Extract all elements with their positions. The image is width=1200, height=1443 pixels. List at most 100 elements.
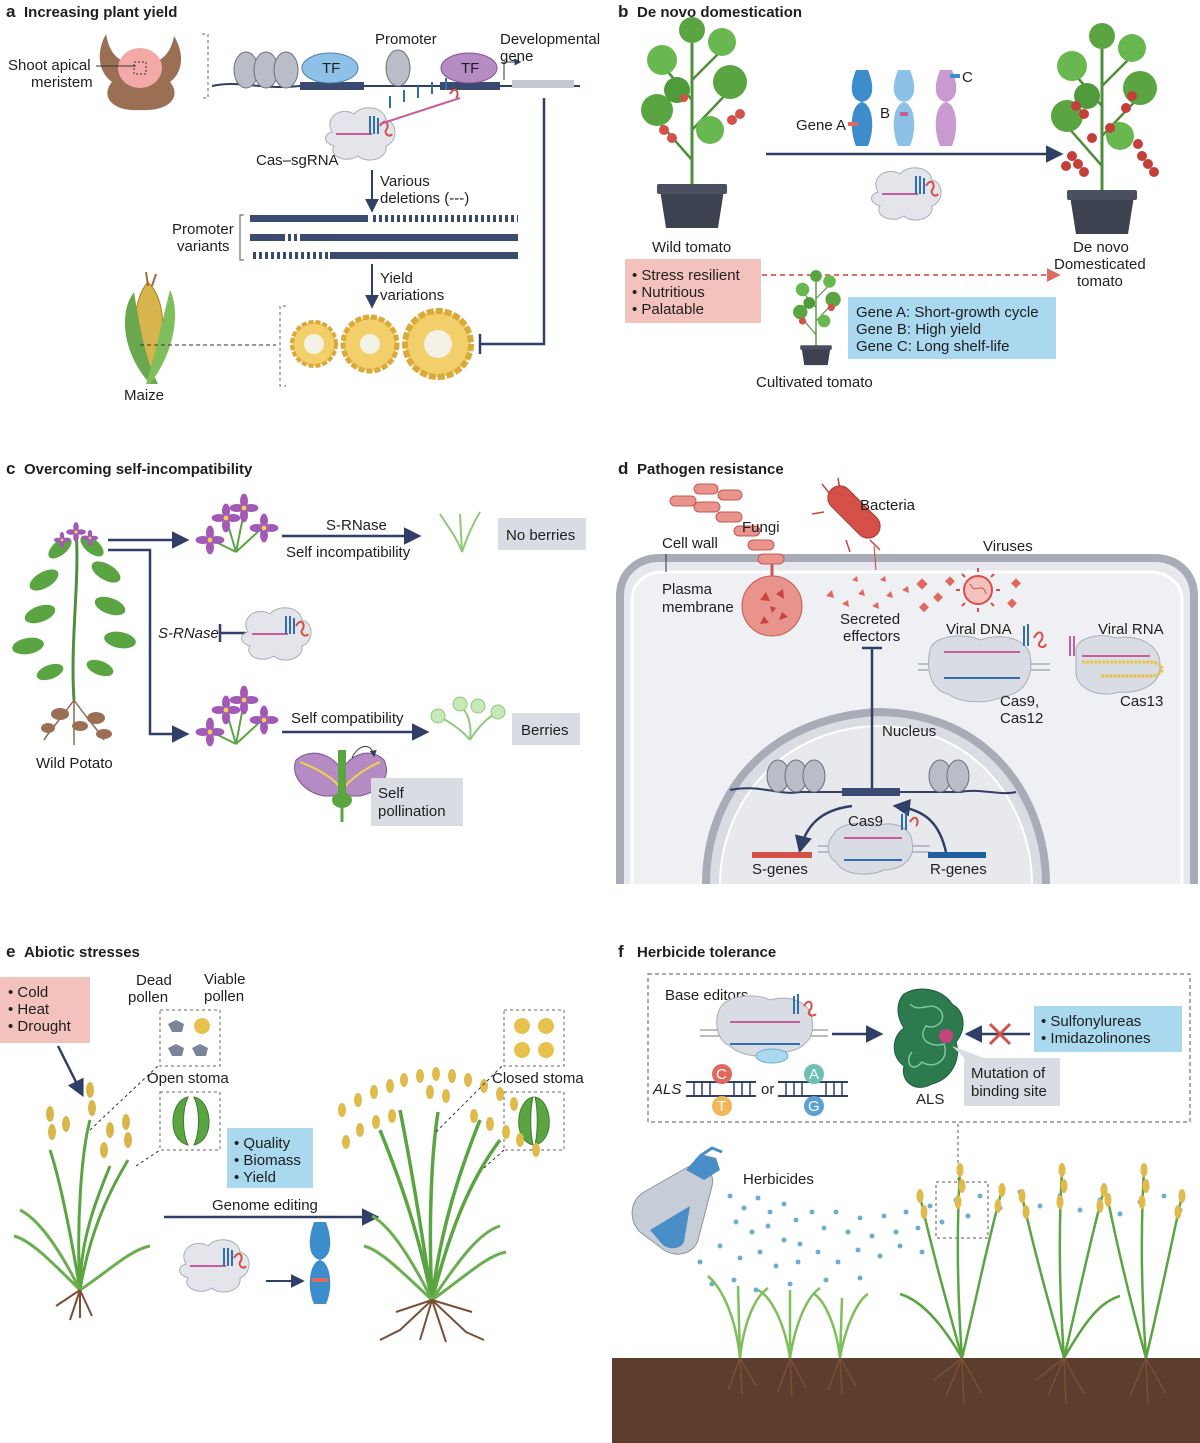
panel-e-title: Abiotic stresses xyxy=(24,944,140,961)
label-tf-1: TF xyxy=(322,60,340,77)
panel-a-letter: a xyxy=(6,2,16,21)
label-viral-rna: Viral RNA xyxy=(1098,621,1164,638)
label-secreted-2: effectors xyxy=(843,628,900,645)
viruses-illustration xyxy=(916,568,1021,613)
domesticated-tomato-illustration xyxy=(1049,21,1159,234)
label-yield-1: Yield xyxy=(380,270,413,287)
inhibition-line-a xyxy=(480,98,546,346)
stoma-box-before xyxy=(159,1091,221,1151)
label-viruses: Viruses xyxy=(983,538,1033,555)
self-pollination-box xyxy=(371,778,463,826)
label-base-g: G xyxy=(808,1098,820,1115)
label-denovo-3: tomato xyxy=(1077,273,1123,290)
label-viable-1: Viable xyxy=(204,971,245,988)
panel-f-title: Herbicide tolerance xyxy=(637,944,776,961)
label-wild-potato: Wild Potato xyxy=(36,755,113,772)
stress-2: • Drought xyxy=(8,1018,72,1035)
herbicides-box xyxy=(1034,1006,1182,1052)
label-self-pollination-2: pollination xyxy=(378,803,446,820)
label-promoter-variants-2: variants xyxy=(177,238,230,255)
panel-f: f Herbicide tolerance Base editors ALS C… xyxy=(612,942,1200,1443)
cas-icon-b xyxy=(870,166,942,222)
panel-d: d Pathogen resistance Fungi Bacteria xyxy=(616,459,1198,885)
label-denovo-2: Domesticated xyxy=(1054,256,1146,273)
label-fungi: Fungi xyxy=(742,519,780,536)
label-cas9-12-1: Cas9, xyxy=(1000,693,1039,710)
label-secreted-1: Secreted xyxy=(840,611,900,628)
label-base-t: T xyxy=(717,1098,726,1115)
chromosome-e xyxy=(309,1222,331,1304)
panel-c-letter: c xyxy=(6,459,15,478)
label-mutation-1: Mutation of xyxy=(971,1065,1046,1082)
label-plasma-1: Plasma xyxy=(662,581,713,598)
panel-d-title: Pathogen resistance xyxy=(637,461,784,478)
panel-b: b De novo domestication Wild tomato Gene… xyxy=(618,2,1159,391)
berries-sprig xyxy=(430,696,506,741)
stoma-box-after xyxy=(503,1091,565,1151)
label-dev-gene-2: gene xyxy=(500,48,533,65)
mutation-box xyxy=(964,1058,1060,1106)
gene-b-2: Gene C: Long shelf-life xyxy=(856,338,1009,355)
traits-box-b xyxy=(625,259,761,323)
label-dead-2: pollen xyxy=(128,989,168,1006)
bacteria-illustration xyxy=(811,477,881,571)
flowers-incompatible xyxy=(195,493,279,555)
label-self-incompatibility: Self incompatibility xyxy=(286,544,411,561)
genes-box-b xyxy=(848,297,1056,359)
panel-c-title: Overcoming self-incompatibility xyxy=(24,461,253,478)
base-edit-ag: A G xyxy=(778,1064,848,1116)
als-protein-structure xyxy=(893,988,964,1088)
label-meristem-2: meristem xyxy=(31,74,93,91)
label-plasma-2: membrane xyxy=(662,599,734,616)
trait-b-1: • Nutritious xyxy=(632,284,705,301)
panel-a-title: Increasing plant yield xyxy=(24,4,177,21)
label-cas9-12-2: Cas12 xyxy=(1000,710,1043,727)
pollen-box-after xyxy=(503,1009,565,1067)
label-tf-2: TF xyxy=(461,60,479,77)
trait-e-2: • Yield xyxy=(234,1169,276,1186)
label-denovo-1: De novo xyxy=(1073,239,1129,256)
label-als-gene: ALS xyxy=(652,1081,681,1098)
r-genes-bar xyxy=(928,852,986,858)
label-cell-wall: Cell wall xyxy=(662,535,718,552)
stressed-rice-plant xyxy=(13,1063,161,1321)
label-self-compatibility: Self compatibility xyxy=(291,710,404,727)
label-als-protein: ALS xyxy=(916,1091,944,1108)
trait-e-1: • Biomass xyxy=(234,1152,301,1169)
label-base-a: A xyxy=(809,1066,819,1083)
label-cultivated: Cultivated tomato xyxy=(756,374,873,391)
label-gene-a: Gene A xyxy=(796,117,846,134)
label-cas13: Cas13 xyxy=(1120,693,1163,710)
label-viral-dna: Viral DNA xyxy=(946,621,1012,638)
label-dead-1: Dead xyxy=(136,972,172,989)
dna-strand: TF TF xyxy=(211,49,580,90)
tf-1 xyxy=(301,52,359,84)
label-gene-b: B xyxy=(880,105,890,122)
label-open-stoma: Open stoma xyxy=(147,1070,229,1087)
label-self-pollination-1: Self xyxy=(378,785,405,802)
wild-potato-illustration xyxy=(12,522,136,745)
label-bacteria: Bacteria xyxy=(860,497,916,514)
panel-d-letter: d xyxy=(618,459,628,478)
label-base-editors: Base editors xyxy=(665,987,748,1004)
edited-rice-plant xyxy=(338,1063,540,1343)
label-wild-tomato: Wild tomato xyxy=(652,239,731,256)
label-gene-c: C xyxy=(962,69,973,86)
label-promoter: Promoter xyxy=(375,31,437,48)
label-yield-2: variations xyxy=(380,287,444,304)
label-dev-gene-1: Developmental xyxy=(500,31,600,48)
maize-cross-sections xyxy=(290,308,474,380)
panel-e-letter: e xyxy=(6,942,15,961)
fungi-illustration xyxy=(669,483,803,637)
traits-box-e xyxy=(227,1128,313,1188)
no-berries-sprig xyxy=(439,511,481,553)
tolerant-crop-plants xyxy=(899,1163,1186,1405)
maize-illustration xyxy=(124,271,176,384)
label-r-genes: R-genes xyxy=(930,861,987,878)
cas9-nucleus-complex xyxy=(818,812,930,875)
label-base-c: C xyxy=(716,1066,727,1083)
label-or: or xyxy=(761,1081,774,1098)
spray-bottle-icon xyxy=(631,1146,723,1255)
cas-icon-e xyxy=(178,1238,250,1294)
nucleosome-2 xyxy=(385,49,411,87)
